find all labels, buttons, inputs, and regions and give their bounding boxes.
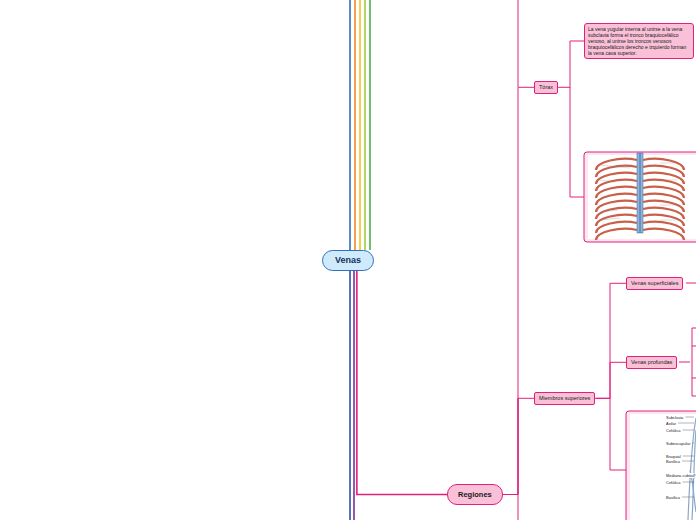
part-label: Subescapular bbox=[666, 441, 690, 446]
node-text: Venas profundas bbox=[631, 359, 672, 366]
leader-line bbox=[692, 443, 694, 444]
node-text: Venas superficiales bbox=[631, 280, 678, 287]
branch-line bbox=[369, 0, 371, 250]
connector bbox=[357, 271, 447, 495]
part-label: Axilar bbox=[666, 421, 676, 426]
branch-line bbox=[364, 0, 366, 250]
connector bbox=[558, 41, 584, 87]
connector bbox=[595, 362, 626, 398]
node-text: Venas bbox=[335, 255, 361, 266]
subtopic: Venas profundas bbox=[626, 356, 677, 369]
leader-line bbox=[678, 423, 694, 424]
text-note: La vena yugular interna al unirse a la v… bbox=[584, 23, 694, 59]
subtopic: Venas superficiales bbox=[626, 277, 683, 290]
node-text: Tórax bbox=[539, 84, 553, 91]
leader-line bbox=[682, 430, 694, 431]
part-label: Basílica bbox=[666, 495, 680, 500]
part-label: Cefálica bbox=[666, 428, 680, 433]
subtopic: Miembros superiores bbox=[534, 392, 595, 405]
connector bbox=[595, 283, 626, 398]
leader-line bbox=[682, 497, 694, 498]
leader-line bbox=[683, 456, 694, 457]
image-ground bbox=[630, 414, 696, 520]
main-topic: Regiones bbox=[447, 484, 503, 505]
spine bbox=[640, 153, 641, 233]
part-label: Mediana cubital bbox=[666, 473, 694, 478]
branch-line bbox=[354, 0, 356, 250]
leader-lines bbox=[600, 163, 680, 220]
connector bbox=[503, 398, 534, 494]
branch-line bbox=[679, 362, 690, 363]
subtopic: Tórax bbox=[534, 81, 558, 94]
bracket bbox=[692, 328, 696, 396]
image-frame bbox=[626, 411, 696, 520]
branch-line bbox=[692, 378, 696, 379]
image-frame bbox=[584, 152, 696, 242]
leader-line bbox=[682, 461, 694, 462]
node-text: La vena yugular interna al unirse a la v… bbox=[588, 26, 690, 56]
branch-line bbox=[359, 0, 361, 250]
image-branch bbox=[610, 398, 626, 470]
vena-cava bbox=[637, 153, 643, 233]
part-label: Subclavia bbox=[666, 415, 683, 420]
image-branch bbox=[570, 87, 584, 197]
leader-line bbox=[694, 475, 696, 476]
central-topic: Venas bbox=[322, 250, 374, 271]
leader-line bbox=[685, 417, 694, 418]
node-text: Regiones bbox=[458, 490, 492, 499]
part-label: Cefálica bbox=[666, 480, 680, 485]
arm-veins bbox=[688, 418, 696, 520]
connector bbox=[503, 87, 534, 494]
leader-lines bbox=[678, 417, 696, 497]
trunk-line bbox=[518, 0, 519, 87]
part-label: Basílica bbox=[666, 459, 680, 464]
branch-line bbox=[353, 271, 355, 520]
branch-line bbox=[349, 0, 351, 250]
node-text: Miembros superiores bbox=[539, 395, 590, 402]
leader-line bbox=[682, 482, 694, 483]
branch-line bbox=[686, 283, 696, 284]
branch-line bbox=[349, 271, 351, 520]
branch-line bbox=[692, 346, 696, 347]
pink-branches bbox=[518, 0, 696, 520]
